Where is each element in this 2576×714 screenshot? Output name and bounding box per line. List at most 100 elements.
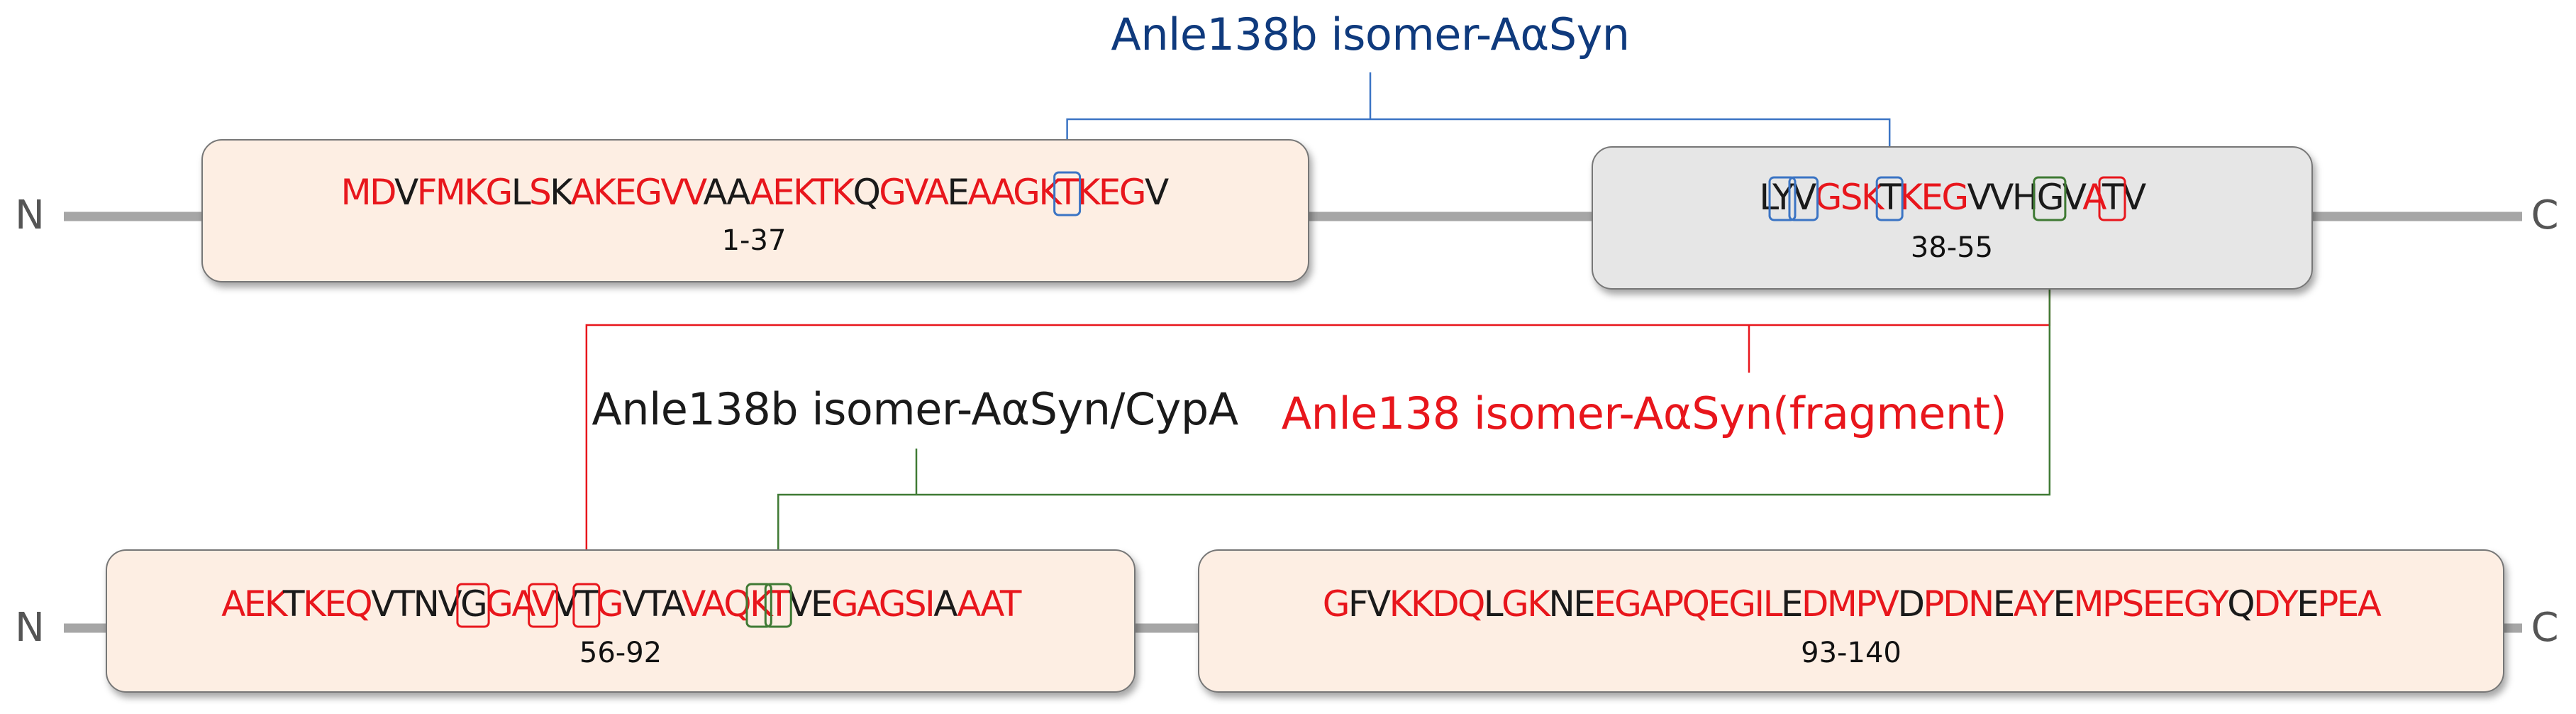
residue: N [413,583,438,625]
residue: G [1013,172,1038,213]
residue: V [660,172,684,213]
residue: E [614,172,635,213]
residue: Y [2206,583,2229,625]
residue: Q [853,172,879,213]
domain-box [1592,146,2313,290]
residue-marker-blue [1053,171,1082,216]
residue: V [532,583,556,625]
residue: A [750,172,774,213]
residue: E [947,172,967,213]
residue: G [1614,583,1640,625]
residue-marker-green [2033,176,2067,221]
residue: P [1662,583,1683,625]
residue: A [857,583,881,625]
residue: A [957,583,981,625]
residue: A [967,172,992,213]
residue: G [1728,583,1754,625]
residue: E [1594,583,1614,625]
residue: P [2102,583,2123,625]
c-terminus-label-row2: C [2531,605,2558,651]
residue: V [1875,583,1899,625]
residue: A [703,172,727,213]
residue: E [1708,583,1728,625]
residue: E [324,583,345,625]
residue: T [1057,172,1079,213]
residue: V [1145,172,1169,213]
n-terminus-label-row1: N [15,192,45,238]
residue: G [635,172,660,213]
residue: D [370,172,395,213]
range-label: 38-55 [1911,231,1993,264]
residue: F [1348,583,1367,625]
residue-marker-red [572,583,601,628]
residue: G [1501,583,1527,625]
range-label: 93-140 [1801,637,1902,669]
residue: V [1792,177,1816,218]
residue: E [811,583,831,625]
residue: A [2358,583,2382,625]
residue: E [1099,172,1119,213]
residue: G [2037,177,2063,218]
residue: A [1640,583,1664,625]
residue-marker-blue [1768,176,1797,221]
residue: V [438,583,462,625]
residue: T [1879,177,1902,218]
residue: E [2053,583,2073,625]
domain-box [201,139,1309,282]
residue: N [1548,583,1573,625]
residue: G [1815,177,1841,218]
residue: M [2073,583,2102,625]
residue: G [879,172,904,213]
residue: G [460,583,486,625]
residue: G [2184,583,2209,625]
residue: S [904,583,925,625]
residue: A [570,172,594,213]
residue: D [1943,583,1968,625]
residue: T [2102,177,2124,218]
residue: V [622,583,646,625]
residue: G [486,583,511,625]
domains: MDVFMKGLSKAKEGVVAAAEKTKQGVAEAAGKTKEGV1-3… [106,139,2504,693]
residue: V [1967,177,1992,218]
residue: E [2337,583,2358,625]
residue: E [1921,177,1941,218]
residue: E [1993,583,2014,625]
residue: T [282,583,305,625]
residue: S [2121,583,2142,625]
residue: L [1763,583,1783,625]
residue: A [221,583,245,625]
label-anle138b-isomer-aasyn: Anle138b isomer-AαSyn [1111,9,1629,60]
residue: G [596,583,622,625]
residue: P [2317,583,2338,625]
residue: K [831,172,855,213]
residue: T [999,583,1022,625]
label-anle138b-isomer-aasyn-cypa: Anle138b isomer-AαSyn/CypA [592,383,1238,435]
domain-56-92: AEKTKEQVTNVGGAVVTGVTAVAQKTVEGAGSIAAAT56-… [106,549,1136,693]
residue: P [1923,583,1943,625]
residue: K [303,583,327,625]
residue: E [1573,583,1594,625]
domain-box [106,549,1136,693]
residue: D [1801,583,1827,625]
residue: G [879,583,904,625]
residue: E [2163,583,2184,625]
residue: Y [2276,583,2299,625]
residue: E [772,172,793,213]
residue: E [2297,583,2317,625]
residue: V [554,583,578,625]
residue: Y [1772,177,1794,218]
domain-93-140: GFVKKDQLGKNEEGAPQEGILEDMPVDPDNEAYEMPSEEG… [1198,549,2504,693]
label-anle138-isomer-aasyn-fragment: Anle138 isomer-AαSyn(fragment) [1282,388,2006,439]
residue: M [1827,583,1856,625]
residue: Q [1682,583,1709,625]
residue: K [464,172,488,213]
residue-marker-green [745,583,772,628]
residue-marker-blue [1875,176,1904,221]
residue: L [1484,583,1504,625]
residue: T [811,172,833,213]
sequence-text: LYVGSKTKEGVVHGVATV [1759,177,2146,218]
residue: A [701,583,726,625]
n-terminus-label-row2: N [15,605,45,651]
